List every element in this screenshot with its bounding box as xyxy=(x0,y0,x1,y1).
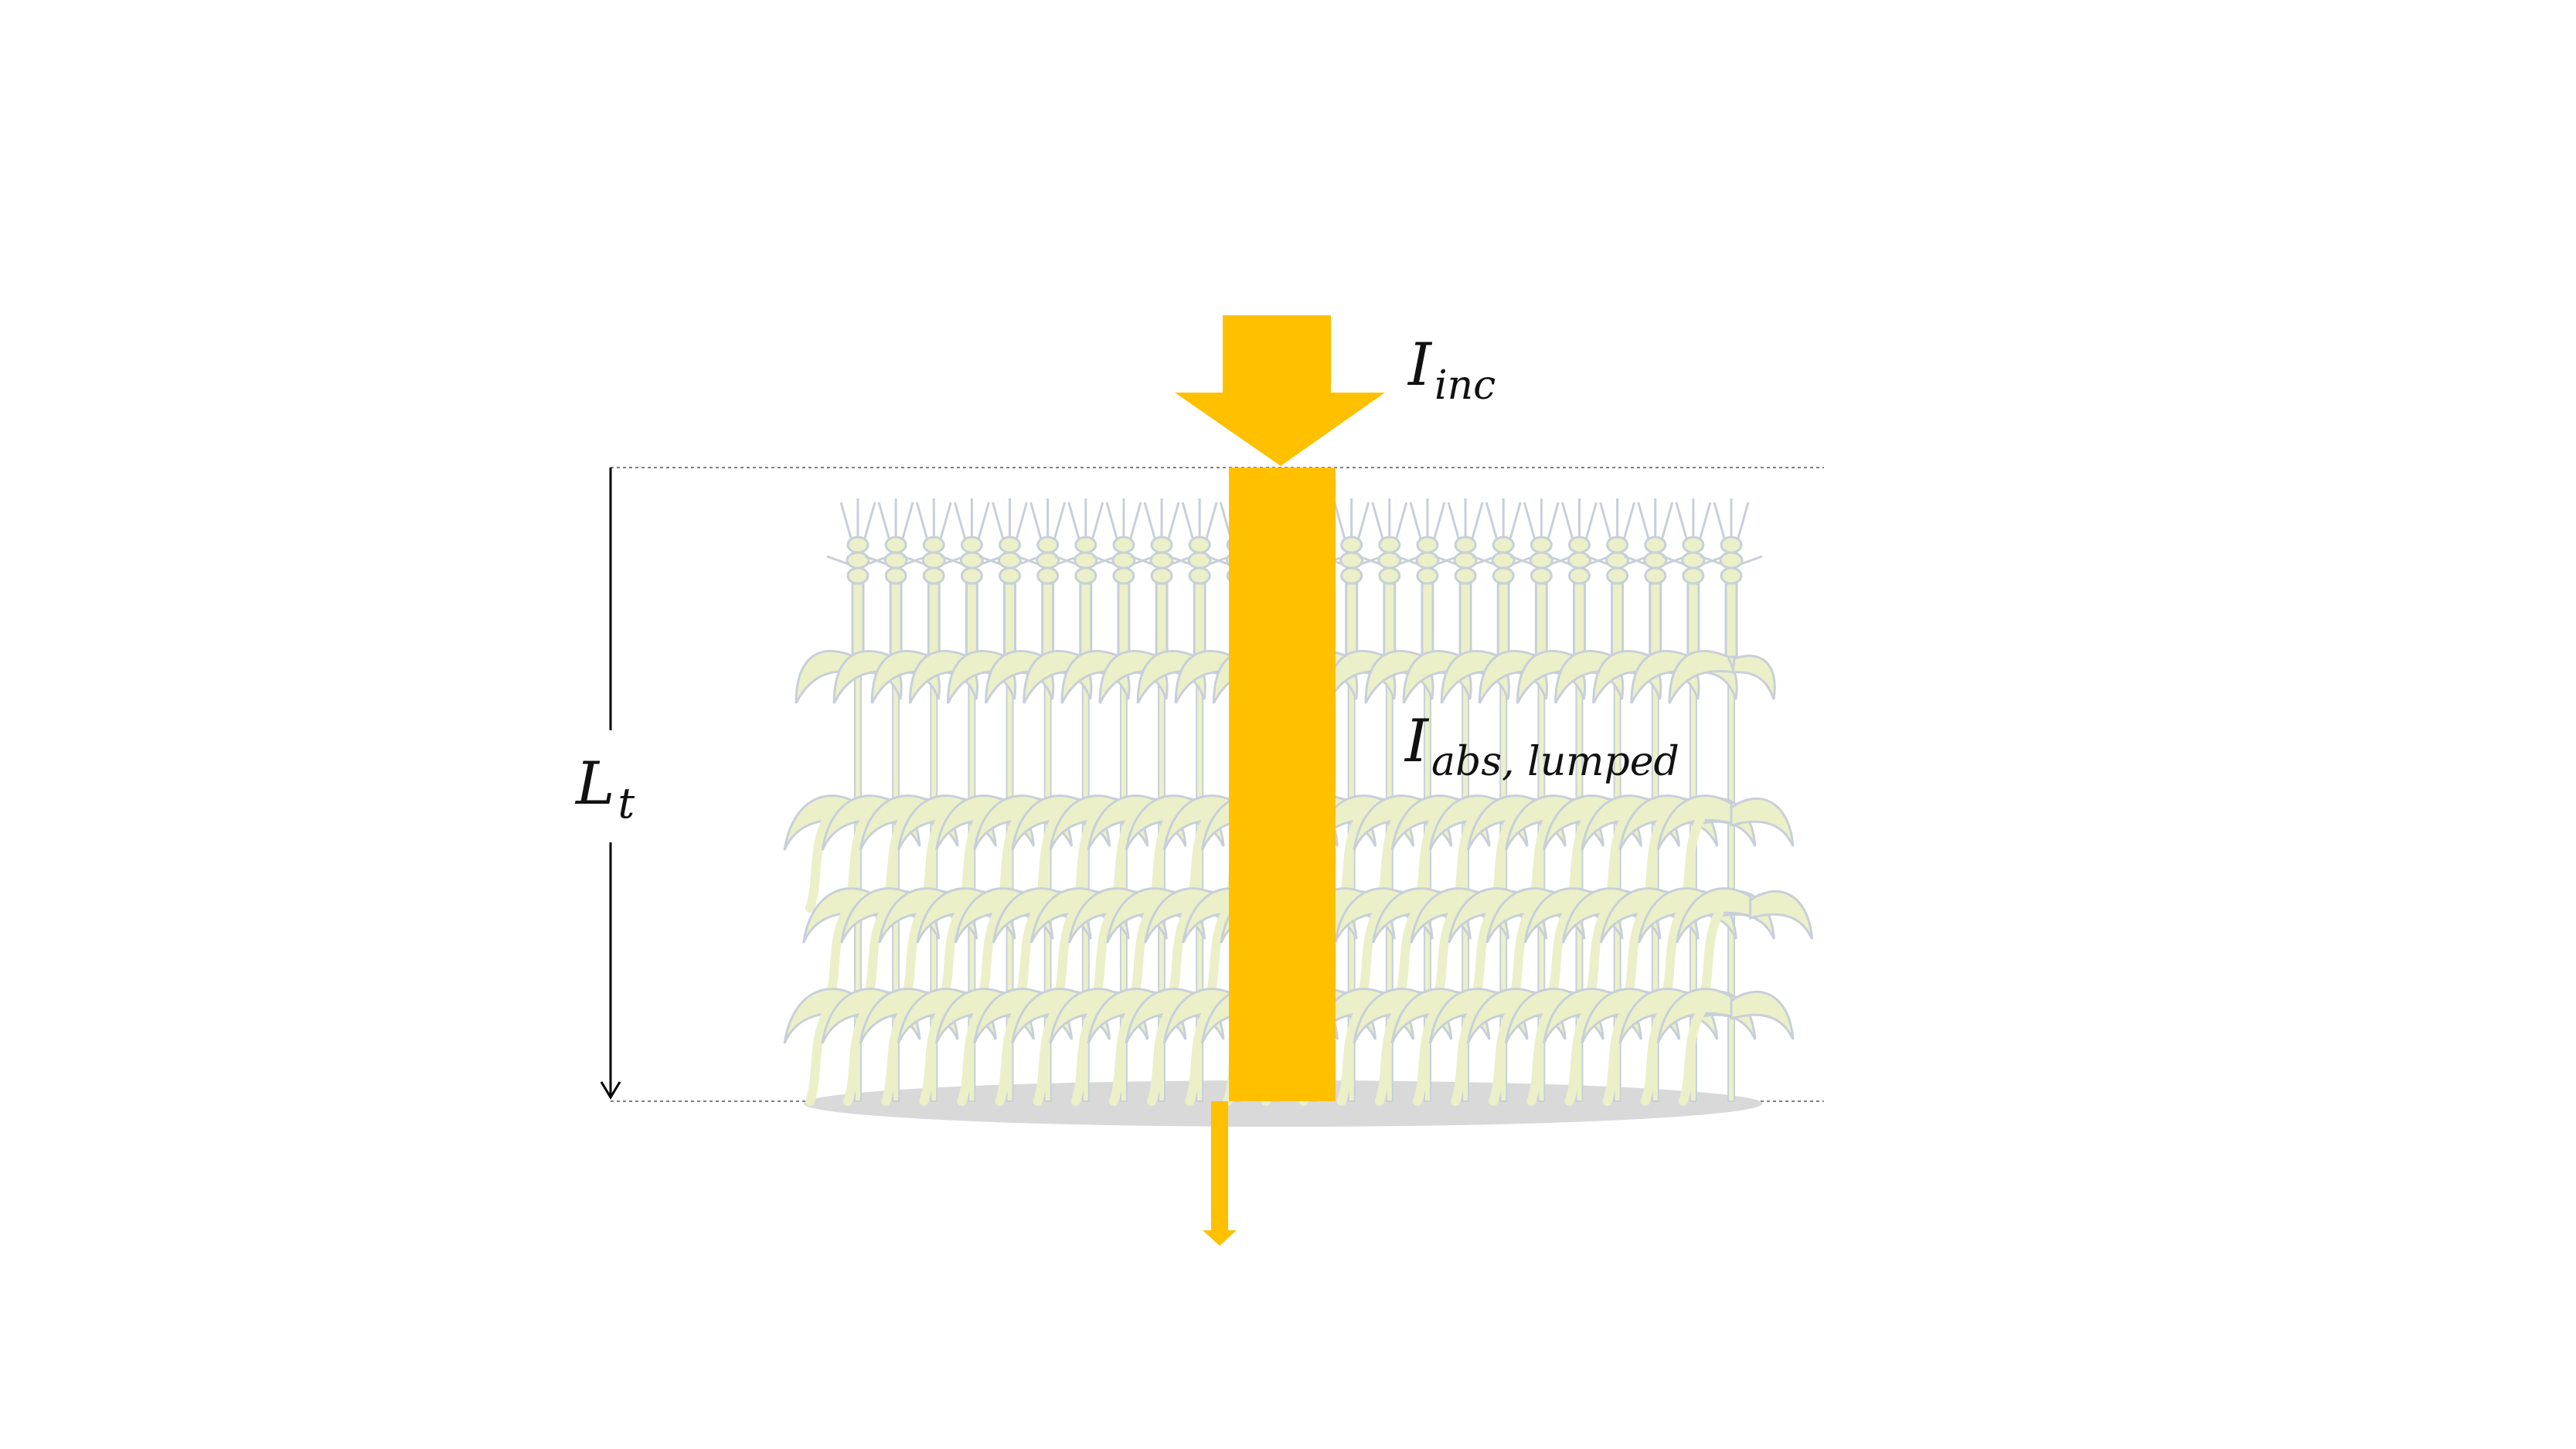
transmitted-arrow-icon xyxy=(1203,1101,1237,1246)
canopy-depth-arrow xyxy=(600,468,621,1100)
incident-light-label: Iinc xyxy=(1407,330,1496,409)
absorbed-light-column xyxy=(1229,468,1336,1101)
leaf-clump-icon xyxy=(1658,989,1793,1101)
absorbed-light-label: Iabs, lumped xyxy=(1404,706,1679,785)
incident-arrow-icon xyxy=(1175,315,1385,466)
canopy-depth-label: Lt xyxy=(574,749,635,828)
